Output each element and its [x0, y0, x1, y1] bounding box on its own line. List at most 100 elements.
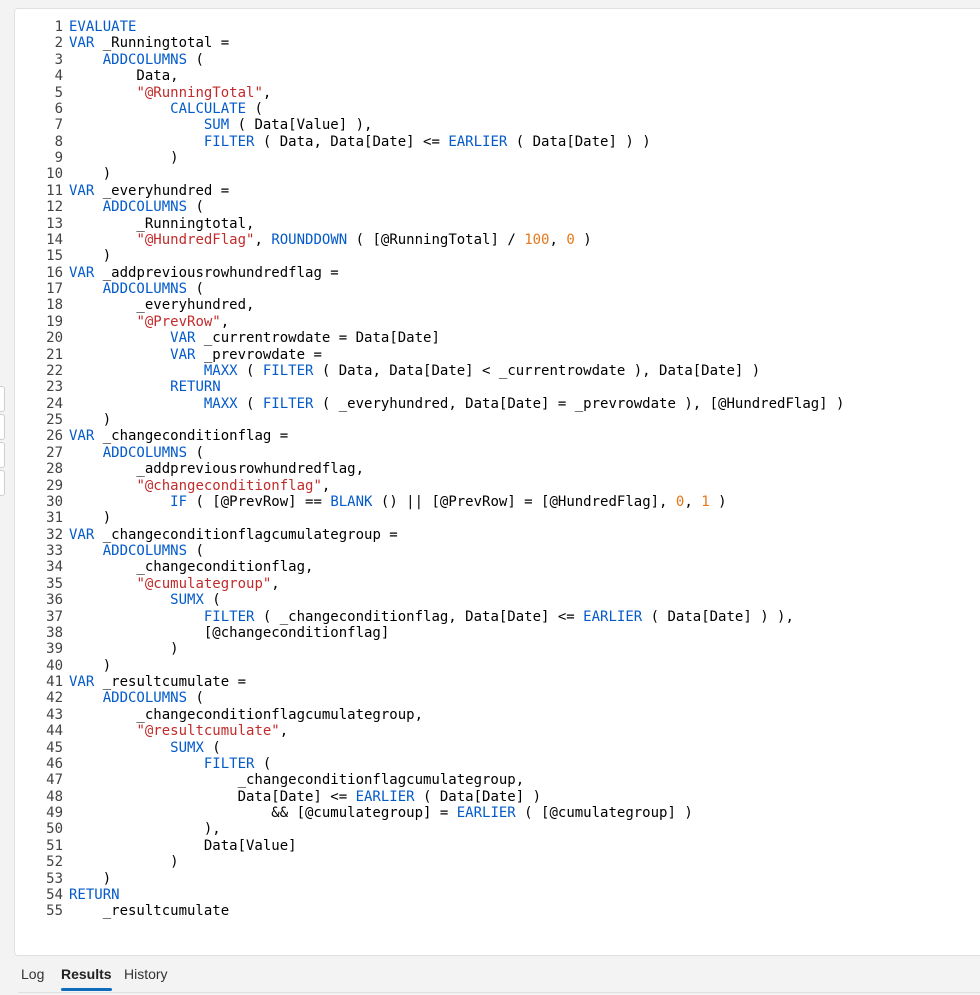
line-number: 10 — [46, 166, 63, 183]
code-line[interactable]: 37 FILTER ( _changeconditionflag, Data[D… — [29, 609, 980, 625]
code-line[interactable]: 10 ) — [29, 166, 980, 182]
line-number: 52 — [46, 854, 63, 871]
code-line[interactable]: 4 Data, — [29, 68, 980, 84]
code-line[interactable]: 3 ADDCOLUMNS ( — [29, 52, 980, 68]
text-token — [69, 347, 170, 363]
code-text: VAR _addpreviousrowhundredflag = — [63, 265, 339, 281]
code-line[interactable]: 42 ADDCOLUMNS ( — [29, 690, 980, 706]
side-panel-handle[interactable] — [0, 470, 5, 496]
code-line[interactable]: 38 [@changeconditionflag] — [29, 625, 980, 641]
code-line[interactable]: 7 SUM ( Data[Value] ), — [29, 117, 980, 133]
code-line[interactable]: 9 ) — [29, 150, 980, 166]
code-line[interactable]: 31 ) — [29, 510, 980, 526]
line-number: 50 — [46, 821, 63, 838]
line-number: 15 — [46, 248, 63, 265]
code-line[interactable]: 19 "@PrevRow", — [29, 314, 980, 330]
code-line[interactable]: 52 ) — [29, 854, 980, 870]
code-line[interactable]: 44 "@resultcumulate", — [29, 723, 980, 739]
code-line[interactable]: 55 _resultcumulate — [29, 903, 980, 919]
code-text: ADDCOLUMNS ( — [63, 52, 204, 68]
code-line[interactable]: 43 _changeconditionflagcumulategroup, — [29, 707, 980, 723]
text-token — [69, 723, 136, 739]
tab-history[interactable]: History — [124, 966, 168, 982]
code-line[interactable]: 17 ADDCOLUMNS ( — [29, 281, 980, 297]
string-token: "@HundredFlag" — [136, 231, 255, 248]
code-line[interactable]: 49 && [@cumulategroup] = EARLIER ( [@cum… — [29, 805, 980, 821]
code-line[interactable]: 27 ADDCOLUMNS ( — [29, 445, 980, 461]
keyword-token: ADDCOLUMNS — [102, 543, 188, 559]
code-line[interactable]: 34 _changeconditionflag, — [29, 559, 980, 575]
code-line[interactable]: 53 ) — [29, 871, 980, 887]
text-token: ( [@PrevRow] == — [187, 493, 331, 510]
line-number: 47 — [46, 772, 63, 789]
line-number: 7 — [54, 117, 63, 134]
number-token: 0 — [566, 231, 575, 248]
code-line[interactable]: 40 ) — [29, 658, 980, 674]
code-line[interactable]: 28 _addpreviousrowhundredflag, — [29, 461, 980, 477]
text-token: ( Data[Date] ) ), — [642, 608, 794, 625]
code-line[interactable]: 8 FILTER ( Data, Data[Date] <= EARLIER (… — [29, 134, 980, 150]
code-text: VAR _changeconditionflagcumulategroup = — [63, 527, 398, 543]
code-text: ADDCOLUMNS ( — [63, 543, 204, 559]
code-line[interactable]: 36 SUMX ( — [29, 592, 980, 608]
code-line[interactable]: 18 _everyhundred, — [29, 297, 980, 313]
code-line[interactable]: 5 "@RunningTotal", — [29, 85, 980, 101]
code-line[interactable]: 30 IF ( [@PrevRow] == BLANK () || [@Prev… — [29, 494, 980, 510]
code-line[interactable]: 21 VAR _prevrowdate = — [29, 347, 980, 363]
divider — [18, 992, 980, 993]
side-panel-handle[interactable] — [0, 442, 5, 468]
code-line[interactable]: 13 _Runningtotal, — [29, 216, 980, 232]
code-text: _changeconditionflagcumulategroup, — [63, 707, 423, 723]
code-text: FILTER ( — [63, 756, 271, 772]
code-text: _changeconditionflagcumulategroup, — [63, 772, 525, 788]
line-number: 22 — [46, 362, 63, 379]
line-number: 32 — [46, 526, 63, 543]
text-token: ) — [69, 870, 112, 887]
code-line[interactable]: 29 "@changeconditionflag", — [29, 478, 980, 494]
tab-results[interactable]: Results — [61, 966, 112, 991]
code-line[interactable]: 51 Data[Value] — [29, 838, 980, 854]
tab-log[interactable]: Log — [21, 966, 45, 982]
code-line[interactable]: 47 _changeconditionflagcumulategroup, — [29, 772, 980, 788]
side-panel-handle[interactable] — [0, 414, 5, 440]
code-line[interactable]: 50 ), — [29, 821, 980, 837]
code-line[interactable]: 45 SUMX ( — [29, 740, 980, 756]
code-line[interactable]: 12 ADDCOLUMNS ( — [29, 199, 980, 215]
line-number: 37 — [46, 608, 63, 625]
code-line[interactable]: 14 "@HundredFlag", ROUNDDOWN ( [@Running… — [29, 232, 980, 248]
line-number: 54 — [46, 886, 63, 903]
side-panel-handle[interactable] — [0, 386, 5, 412]
code-text: ) — [63, 641, 178, 657]
code-line[interactable]: 24 MAXX ( FILTER ( _everyhundred, Data[D… — [29, 396, 980, 412]
code-line[interactable]: 35 "@cumulategroup", — [29, 576, 980, 592]
keyword-token: FILTER — [262, 362, 314, 379]
code-line[interactable]: 25 ) — [29, 412, 980, 428]
code-line[interactable]: 15 ) — [29, 248, 980, 264]
text-token — [69, 494, 170, 510]
text-token — [69, 363, 204, 379]
keyword-token: RETURN — [170, 379, 221, 396]
code-line[interactable]: 20 VAR _currentrowdate = Data[Date] — [29, 330, 980, 346]
text-token: _resultcumulate — [69, 903, 230, 920]
code-line[interactable]: 33 ADDCOLUMNS ( — [29, 543, 980, 559]
code-text: "@resultcumulate", — [63, 723, 288, 739]
code-text: IF ( [@PrevRow] == BLANK () || [@PrevRow… — [63, 493, 726, 510]
line-number: 51 — [46, 837, 63, 854]
code-line[interactable]: 48 Data[Date] <= EARLIER ( Data[Date] ) — [29, 789, 980, 805]
text-token: ( Data, Data[Date] <= — [254, 133, 449, 150]
code-line[interactable]: 6 CALCULATE ( — [29, 101, 980, 117]
code-line[interactable]: 46 FILTER ( — [29, 756, 980, 772]
code-line[interactable]: 22 MAXX ( FILTER ( Data, Data[Date] < _c… — [29, 363, 980, 379]
code-line[interactable]: 39 ) — [29, 641, 980, 657]
code-line[interactable]: 23 RETURN — [29, 379, 980, 395]
